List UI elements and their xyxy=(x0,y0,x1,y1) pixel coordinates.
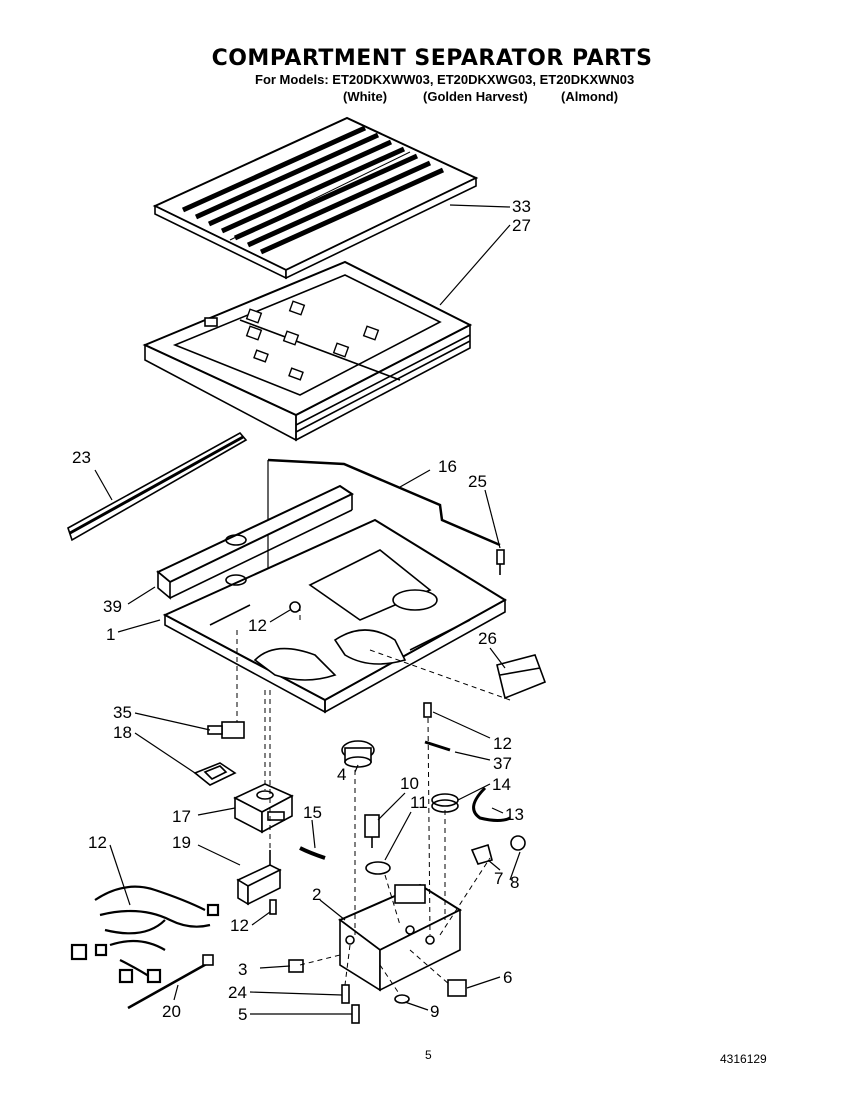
part-12-screw-upper xyxy=(289,601,301,613)
callout-12-harness: 12 xyxy=(88,833,107,852)
part-11-damper xyxy=(365,861,391,875)
part-10-switch xyxy=(364,814,380,848)
color-golden-harvest: (Golden Harvest) xyxy=(423,89,528,104)
part-24-screw xyxy=(341,984,350,1004)
callout-19: 19 xyxy=(172,833,191,852)
callout-10: 10 xyxy=(400,774,419,793)
callout-14: 14 xyxy=(492,775,511,794)
part-7-socket xyxy=(470,843,493,865)
callout-15: 15 xyxy=(303,803,322,822)
part-15-tube xyxy=(299,846,326,860)
part-1-separator-pan xyxy=(162,518,507,714)
callout-26: 26 xyxy=(478,629,497,648)
document-number: 4316129 xyxy=(720,1052,767,1066)
callout-4: 4 xyxy=(337,765,346,784)
callout-12-lower: 12 xyxy=(230,916,249,935)
models-label: For Models: xyxy=(255,72,329,87)
part-12-wiring-harness xyxy=(70,885,220,984)
part-33-grille xyxy=(152,116,479,280)
assembly-lines xyxy=(236,607,511,996)
part-13-wire xyxy=(472,786,511,822)
part-27-frame xyxy=(142,260,473,442)
part-25-screw xyxy=(496,549,505,575)
callout-39: 39 xyxy=(103,597,122,616)
part-8-bulb xyxy=(510,835,526,851)
part-18-bracket xyxy=(193,762,237,786)
callout-17: 17 xyxy=(172,807,191,826)
part-4-knob xyxy=(341,740,375,768)
leader-lines xyxy=(94,204,521,1015)
callout-16: 16 xyxy=(438,457,457,476)
callout-20: 20 xyxy=(162,1002,181,1021)
callout-18: 18 xyxy=(113,723,132,742)
part-16-gasket xyxy=(267,458,501,547)
part-9-grommet xyxy=(394,994,410,1004)
callout-2: 2 xyxy=(312,885,321,904)
color-almond: (Almond) xyxy=(561,89,619,104)
models-line: For Models: ET20DKXWW03, ET20DKXWG03, ET… xyxy=(255,72,634,87)
callout-3: 3 xyxy=(238,960,247,979)
page-number: 5 xyxy=(425,1048,432,1062)
part-14-knob xyxy=(431,793,459,813)
callout-1: 1 xyxy=(106,625,115,644)
part-19-bracket xyxy=(236,850,282,906)
part-39-channel xyxy=(156,484,355,600)
part-5-screw xyxy=(351,1004,360,1024)
callout-12-right: 12 xyxy=(493,734,512,753)
part-23-seal-strip xyxy=(67,431,248,542)
callout-5: 5 xyxy=(238,1005,247,1024)
callout-7: 7 xyxy=(494,869,503,888)
part-6-connector xyxy=(447,979,467,997)
part-20-cord xyxy=(127,954,214,1010)
callout-13: 13 xyxy=(505,805,524,824)
callout-11: 11 xyxy=(410,793,428,812)
callout-6: 6 xyxy=(503,968,512,987)
part-12-screw-right xyxy=(423,702,432,718)
part-12-screw-left xyxy=(269,899,277,915)
callout-8: 8 xyxy=(510,873,519,892)
part-26-sheet xyxy=(496,654,547,700)
callout-37: 37 xyxy=(493,754,512,773)
part-17-thermostat-housing xyxy=(233,783,294,834)
callout-23: 23 xyxy=(72,448,91,467)
callout-33: 33 xyxy=(512,197,531,216)
callout-27: 27 xyxy=(512,216,531,235)
part-37-clip xyxy=(424,740,451,752)
callout-9: 9 xyxy=(430,1002,439,1021)
callout-labels: 33 27 23 16 25 39 12 1 26 35 18 12 37 4 … xyxy=(72,197,531,1024)
part-3-clip xyxy=(288,959,304,973)
callout-12-upper: 12 xyxy=(248,616,267,635)
callout-35: 35 xyxy=(113,703,132,722)
part-2-control-housing xyxy=(338,883,463,992)
callout-25: 25 xyxy=(468,472,487,491)
page-title: COMPARTMENT SEPARATOR PARTS xyxy=(211,46,653,71)
part-35-clip xyxy=(207,721,245,739)
models-list: ET20DKXWW03, ET20DKXWG03, ET20DKXWN03 xyxy=(332,72,635,87)
color-white: (White) xyxy=(343,89,388,104)
callout-24: 24 xyxy=(228,983,247,1002)
